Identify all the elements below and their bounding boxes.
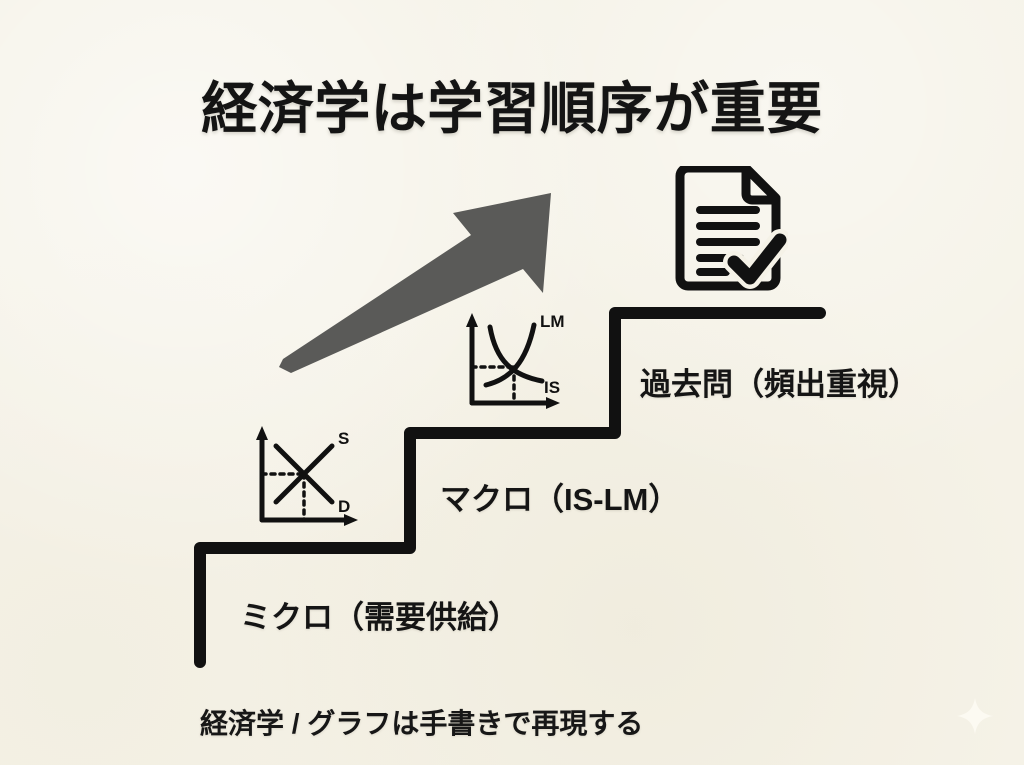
growth-arrow-icon (279, 193, 551, 373)
is-curve-label: IS (544, 378, 560, 397)
supply-curve-label: S (338, 429, 349, 448)
supply-demand-chart: S D (256, 426, 358, 526)
page-title: 経済学は学習順序が重要 (201, 76, 823, 140)
step-label-micro: ミクロ（需要供給） (240, 600, 519, 635)
document-check-icon (675, 166, 788, 291)
step-label-macro: マクロ（IS-LM） (440, 482, 680, 517)
is-lm-chart: LM IS (466, 312, 565, 409)
demand-curve-label: D (338, 497, 350, 516)
sparkle-icon (957, 698, 993, 734)
footer-caption: 経済学 / グラフは手書きで再現する (200, 708, 644, 739)
lm-curve-label: LM (540, 312, 565, 331)
step-label-past: 過去問（頻出重視） (640, 367, 919, 402)
